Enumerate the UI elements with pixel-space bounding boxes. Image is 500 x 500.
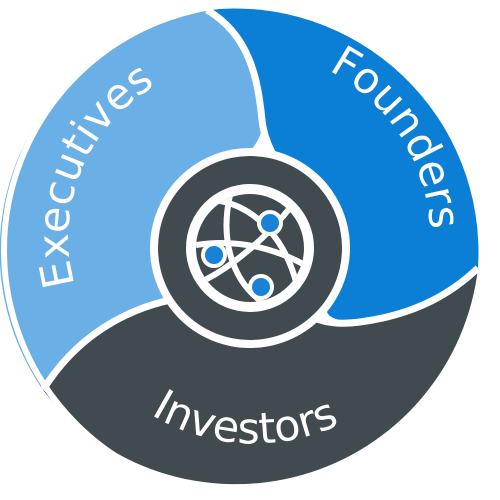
network-node (248, 274, 274, 300)
executives-segment (0, 10, 263, 390)
founders-segment (207, 8, 479, 322)
network-node (257, 210, 283, 236)
network-node (201, 242, 227, 268)
